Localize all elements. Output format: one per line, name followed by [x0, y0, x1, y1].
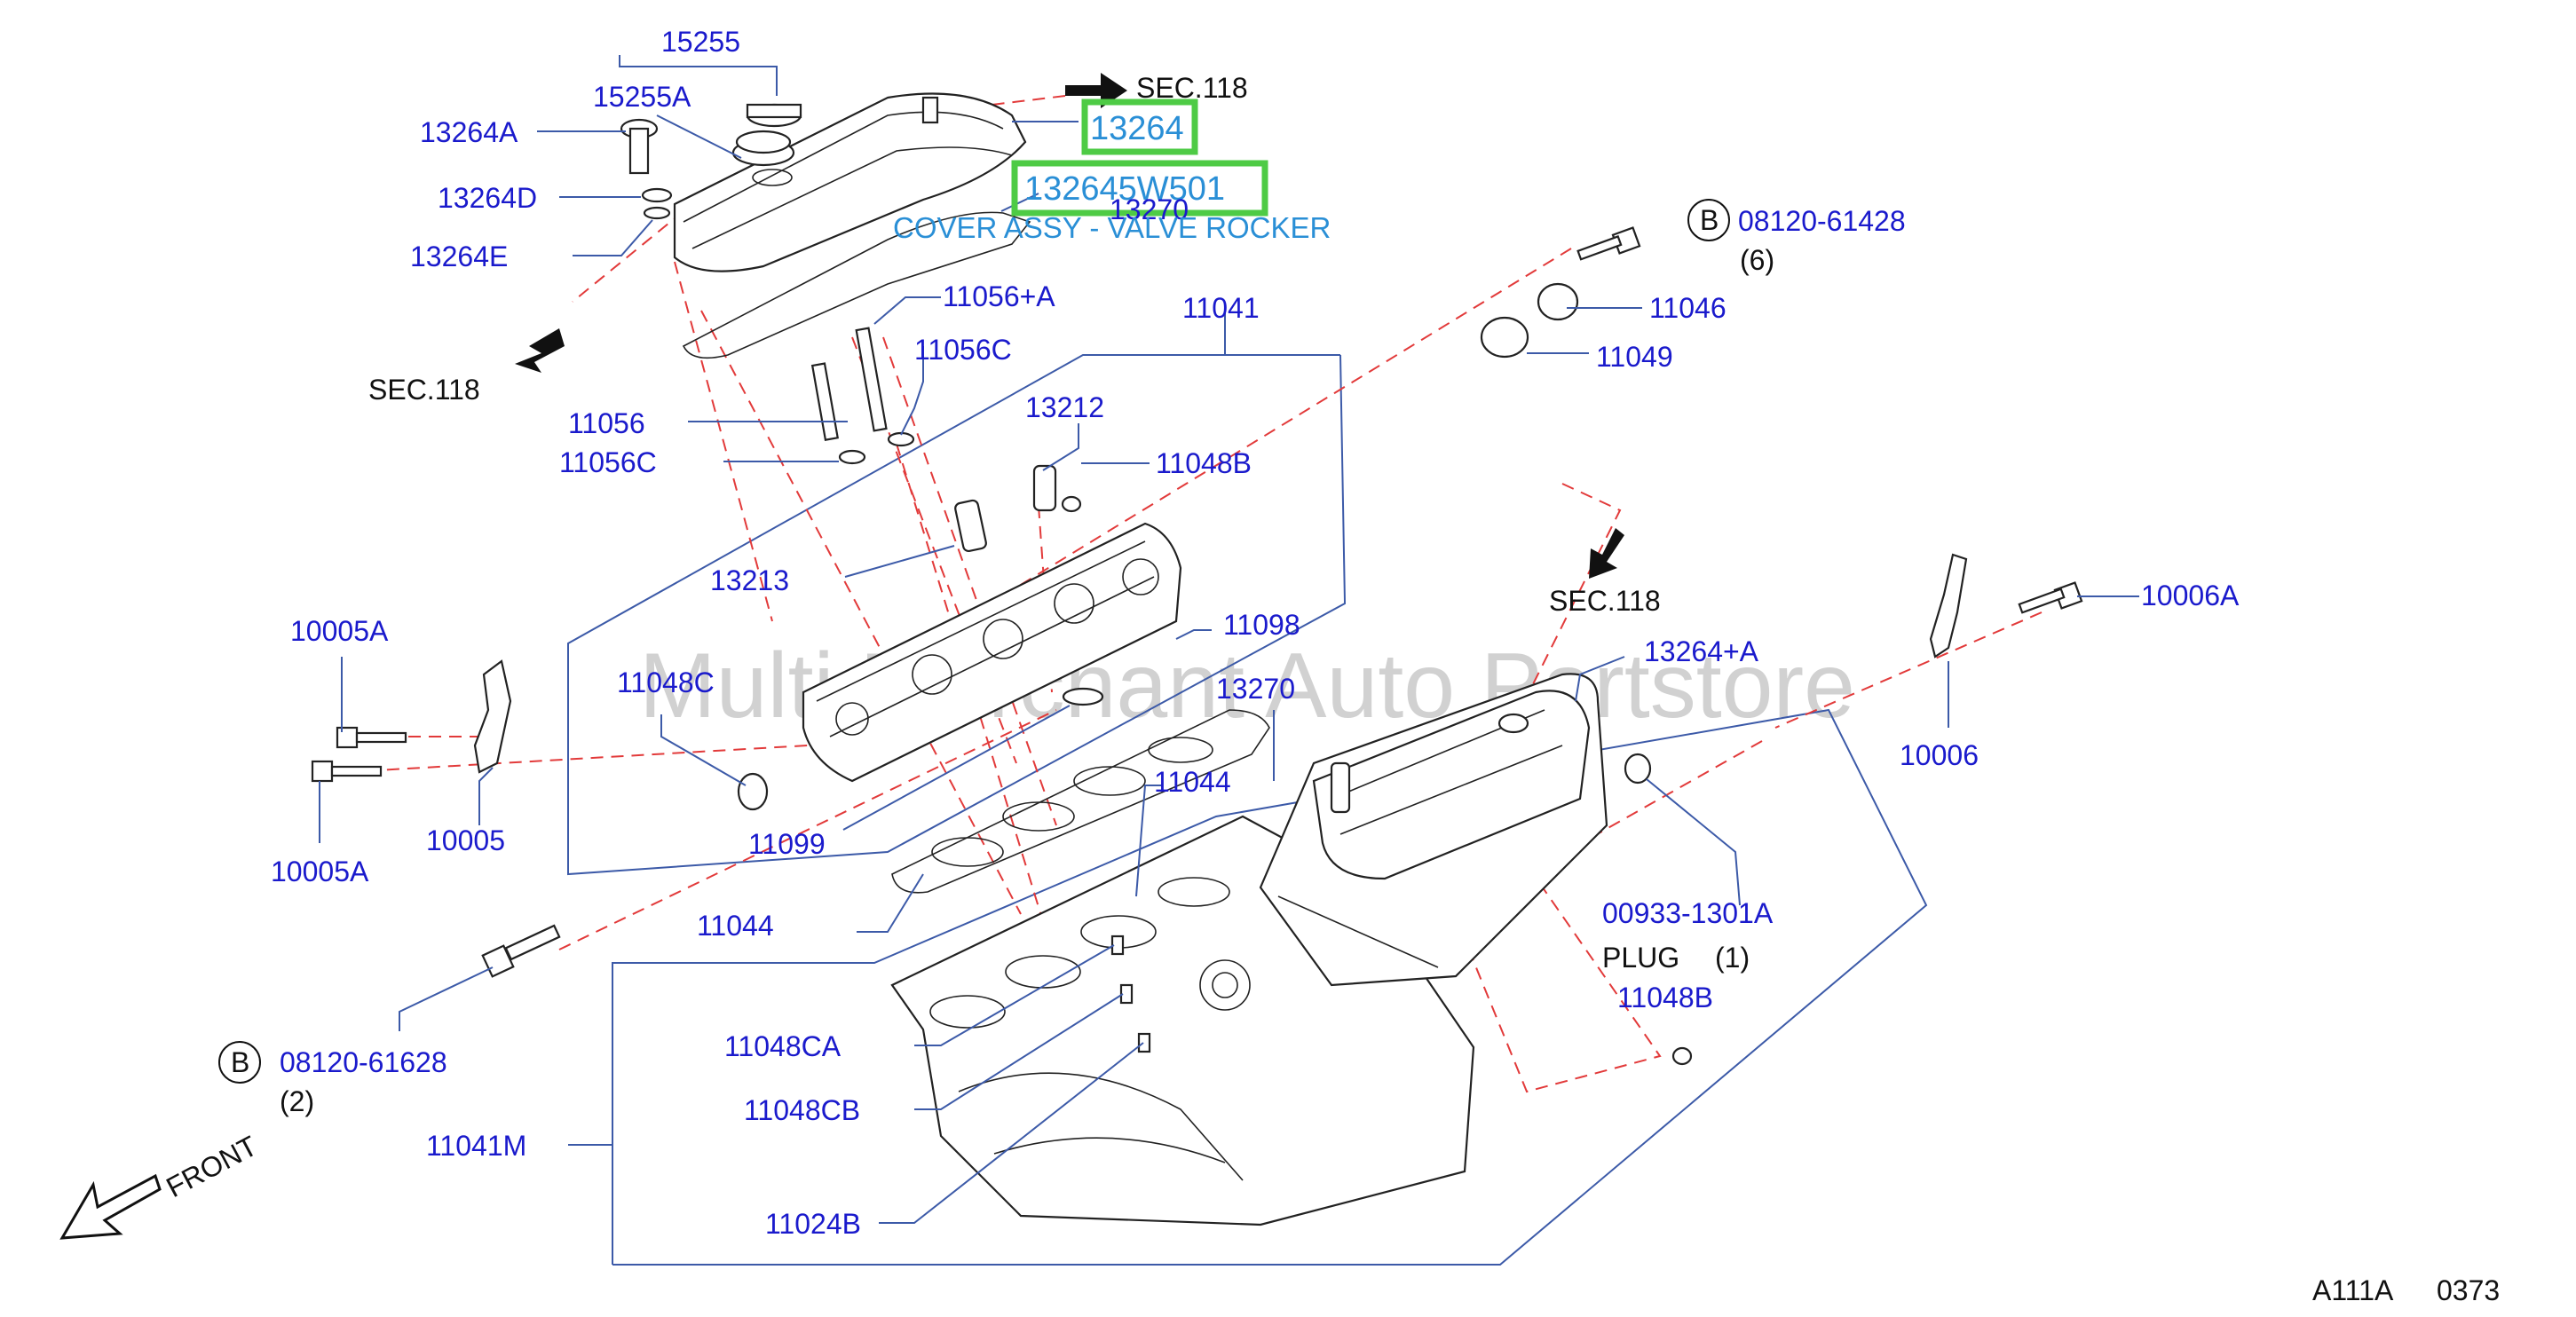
- label-11044-top[interactable]: 11044: [1154, 766, 1231, 798]
- valve-rocker-cover-top: [673, 92, 1027, 272]
- label-15255[interactable]: 15255: [661, 26, 740, 58]
- label-11098[interactable]: 11098: [1223, 609, 1300, 641]
- label-diagram-code-b: 0373: [2437, 1274, 2500, 1306]
- label-00933-1301A[interactable]: 00933-1301A: [1602, 897, 1774, 929]
- label-10005[interactable]: 10005: [426, 824, 505, 856]
- label-b-circle-top: B: [1700, 204, 1719, 236]
- highlight-13264[interactable]: [1081, 99, 1198, 155]
- part-labels: 15255 15255A 13264A 13264D 13264E 13264 …: [161, 26, 2500, 1306]
- bolt-08120-61628: [481, 924, 561, 978]
- part-11048B-lower: [1671, 1046, 1693, 1066]
- label-11041M[interactable]: 11041M: [426, 1130, 526, 1162]
- bolt-08120-61428: [1576, 226, 1641, 261]
- label-11048B-bottom[interactable]: 11048B: [1617, 982, 1713, 1013]
- label-13264A[interactable]: 13264A: [420, 116, 518, 148]
- valve-cover-gasket: [682, 211, 1031, 359]
- label-13264D[interactable]: 13264D: [438, 182, 537, 214]
- label-sec118-top[interactable]: SEC.118: [1136, 72, 1248, 104]
- label-11048C[interactable]: 11048C: [617, 666, 715, 698]
- bolts-11056: [810, 327, 915, 465]
- label-11056C[interactable]: 11056C: [559, 446, 657, 478]
- label-front: FRONT: [161, 1130, 262, 1204]
- leader-lines: [319, 55, 2139, 1224]
- label-diagram-code-a: A111A: [2312, 1274, 2394, 1306]
- label-11049[interactable]: 11049: [1596, 341, 1673, 373]
- label-11044-bottom[interactable]: 11044: [697, 910, 774, 942]
- frame-cylinder-head-upper: [567, 354, 1347, 876]
- washer-11099: [1062, 687, 1104, 706]
- label-13264E[interactable]: 13264E: [410, 241, 508, 272]
- label-11099[interactable]: 11099: [748, 828, 826, 860]
- cylinder-head-right-bank: [1259, 673, 1608, 987]
- label-sec118-left[interactable]: SEC.118: [368, 374, 480, 406]
- oil-filler-cap: [746, 103, 802, 128]
- label-11056[interactable]: 11056: [568, 407, 645, 439]
- bolt-10006A: [2018, 581, 2083, 614]
- cylinder-head-gasket-11044: [891, 709, 1270, 894]
- label-b-circle-bottom: B: [231, 1046, 249, 1078]
- label-10005A-bottom[interactable]: 10005A: [271, 856, 369, 887]
- cylinder-head-upper: [802, 522, 1182, 783]
- label-11046[interactable]: 11046: [1649, 292, 1727, 324]
- bolts-10005A: [311, 726, 407, 783]
- label-qty-2: (2): [280, 1085, 314, 1117]
- part-11049: [1480, 316, 1529, 359]
- label-11056C-top[interactable]: 11056C: [914, 334, 1012, 366]
- label-10005A-top[interactable]: 10005A: [290, 615, 389, 647]
- label-11048CB[interactable]: 11048CB: [744, 1094, 860, 1126]
- b-marker-bottom: [218, 1041, 261, 1084]
- part-11024B: [1137, 1032, 1151, 1053]
- label-13212[interactable]: 13212: [1025, 391, 1104, 423]
- label-plug: PLUG: [1602, 942, 1679, 974]
- label-qty-1: (1): [1715, 942, 1750, 974]
- label-11048B-top[interactable]: 11048B: [1156, 447, 1252, 479]
- front-arrow: [59, 1173, 162, 1240]
- label-13213[interactable]: 13213: [710, 564, 789, 596]
- sec118-arrow-mid: [1589, 528, 1624, 579]
- label-13264plusA[interactable]: 13264+A: [1644, 635, 1759, 667]
- label-cover-assy-description: COVER ASSY - VALVE ROCKER: [893, 211, 1331, 244]
- part-11048C: [737, 772, 769, 811]
- label-132645W501[interactable]: 132645W501: [1024, 170, 1225, 208]
- label-11048CA[interactable]: 11048CA: [724, 1030, 842, 1062]
- part-11046: [1537, 282, 1579, 321]
- bolt-13264A: [620, 118, 673, 220]
- label-11024B[interactable]: 11024B: [765, 1208, 861, 1240]
- dowel-11048CB: [1119, 983, 1134, 1005]
- bracket-10006: [1929, 553, 1968, 658]
- label-qty-6: (6): [1740, 244, 1774, 276]
- highlight-132645W501[interactable]: [1011, 160, 1268, 217]
- dowel-11048CA: [1110, 935, 1125, 956]
- sec118-arrow-left: [515, 328, 565, 373]
- label-11056plusA[interactable]: 11056+A: [943, 280, 1055, 312]
- bracket-10005: [473, 659, 512, 774]
- label-sec118-mid[interactable]: SEC.118: [1549, 585, 1661, 617]
- gasket-bores: [931, 737, 1213, 867]
- spark-plug-tubes: [954, 464, 1082, 553]
- label-13270-mid[interactable]: 13270: [1216, 673, 1295, 705]
- label-08120-61628[interactable]: 08120-61628: [280, 1046, 447, 1078]
- label-10006[interactable]: 10006: [1900, 739, 1979, 771]
- label-10006A[interactable]: 10006A: [2141, 580, 2240, 611]
- label-08120-61428[interactable]: 08120-61428: [1738, 205, 1906, 237]
- b-marker-top: [1687, 199, 1730, 241]
- label-15255A[interactable]: 15255A: [593, 81, 691, 113]
- plug-00933: [1624, 753, 1652, 785]
- label-13270-top[interactable]: 13270: [1110, 193, 1189, 225]
- label-11041[interactable]: 11041: [1182, 292, 1260, 324]
- label-13264[interactable]: 13264: [1090, 110, 1184, 147]
